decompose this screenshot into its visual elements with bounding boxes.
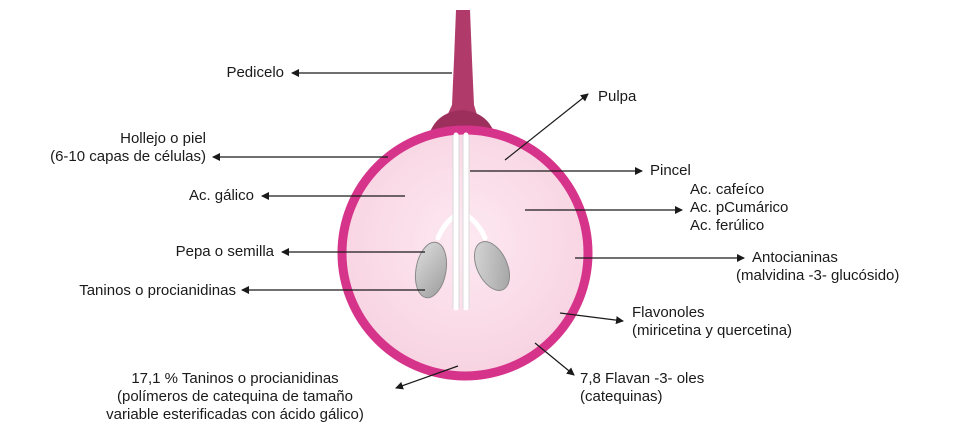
label-antocianinas: Antocianinas (malvidina -3- glucósido) [752, 249, 899, 285]
label-hollejo-line1: Hollejo o piel [2, 130, 206, 148]
label-flavan-line1: 7,8 Flavan -3- oles [580, 370, 704, 388]
label-flavonoles-line2: (miricetina y quercetina) [632, 322, 792, 340]
label-acido-pcumarico: Ac. pCumárico [690, 199, 788, 217]
label-acido-ferulico: Ac. ferúlico [690, 217, 788, 235]
label-flavonoles-line1: Flavonoles [632, 304, 792, 322]
arrow-flavan [535, 343, 574, 375]
label-acidos: Ac. cafeíco Ac. pCumárico Ac. ferúlico [690, 181, 788, 235]
label-flavonoles: Flavonoles (miricetina y quercetina) [632, 304, 792, 340]
label-hollejo: Hollejo o piel (6-10 capas de células) [2, 130, 206, 166]
label-acido-cafeico: Ac. cafeíco [690, 181, 788, 199]
label-hollejo-line2: (6-10 capas de células) [2, 148, 206, 166]
label-pincel: Pincel [650, 162, 691, 180]
label-flavan-line2: (catequinas) [580, 388, 704, 406]
label-antocianinas-line1: Antocianinas [752, 249, 899, 267]
label-pedicelo: Pedicelo [196, 64, 284, 82]
label-taninos: Taninos o procianidinas [10, 282, 236, 300]
label-taninos-pct: 17,1 % Taninos o procianidinas (polímero… [70, 370, 400, 424]
label-pulpa: Pulpa [598, 88, 636, 106]
arrow-pulpa [505, 94, 588, 160]
label-taninos-pct-line2: (polímeros de catequina de tamaño [70, 388, 400, 406]
label-ac-galico: Ac. gálico [150, 187, 254, 205]
label-pepa: Pepa o semilla [140, 243, 274, 261]
pedicel-stem [446, 10, 478, 118]
label-antocianinas-line2: (malvidina -3- glucósido) [736, 267, 899, 285]
label-taninos-pct-line3: variable esterificadas con ácido gálico) [70, 406, 400, 424]
label-taninos-pct-line1: 17,1 % Taninos o procianidinas [70, 370, 400, 388]
label-flavan: 7,8 Flavan -3- oles (catequinas) [580, 370, 704, 406]
